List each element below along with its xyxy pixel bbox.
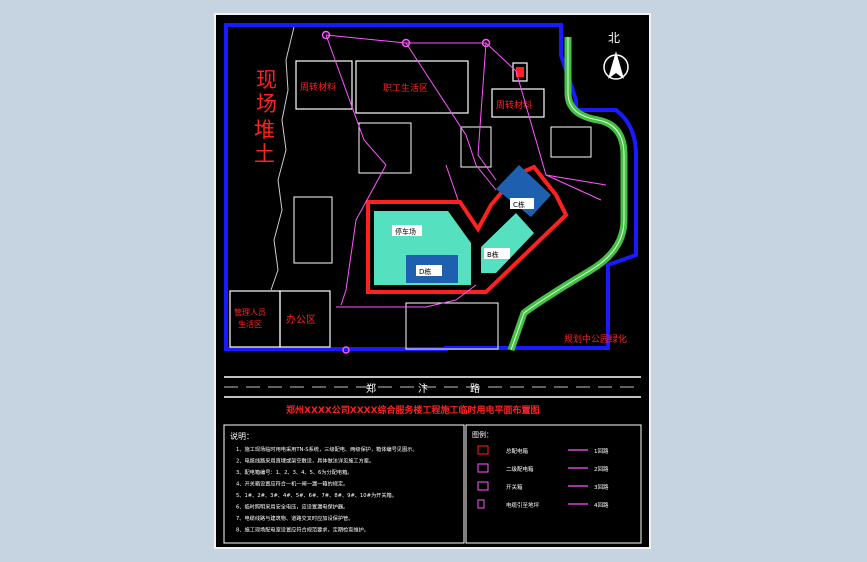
site-boundary — [224, 23, 638, 351]
note-line: 8、施工现场配电室设置应符合规范要求，定期检查维护。 — [236, 526, 369, 534]
notes-header: 说明： — [230, 431, 254, 441]
zone-material-left-label: 周转材料 — [300, 81, 336, 93]
zone-staff-living-label: 职工生活区 — [383, 82, 428, 94]
distribution-box-2 — [401, 38, 411, 48]
note-line: 7、电缆线路与建筑物、道路交叉时应加设保护管。 — [236, 514, 353, 522]
legend-label: 2回路 — [594, 465, 609, 473]
legend-header: 图例： — [472, 430, 493, 439]
zone-material-right — [491, 88, 545, 118]
label-xianchang-2: 场 — [256, 92, 277, 116]
green-belt-edge — [510, 37, 625, 351]
legend-label: 二级配电箱 — [506, 465, 534, 473]
legend-symbol — [477, 445, 489, 455]
shed-5 — [405, 302, 499, 350]
label-duitu: 堆 — [254, 118, 275, 142]
building-b-label: C栋 — [513, 200, 525, 209]
building-c-label: D栋 — [419, 267, 431, 276]
substation-inner — [516, 67, 524, 77]
zone-staff-living — [355, 60, 469, 114]
cable-network — [325, 34, 607, 308]
building-outline-red — [366, 164, 569, 294]
spoil-area-outline — [270, 26, 295, 291]
legend-label: 总配电箱 — [506, 447, 529, 455]
building-a-label: B栋 — [487, 250, 499, 259]
label-duitu-2: 土 — [254, 142, 275, 166]
zone-office-label: 办公区 — [286, 313, 316, 326]
legend-label: 3回路 — [594, 483, 609, 491]
parking-tag — [392, 225, 422, 236]
note-line: 2、电缆线路采用直埋或架空敷设，具体做法详见施工方案。 — [236, 457, 374, 465]
building-blue-c — [496, 165, 551, 217]
zone-management-living — [229, 290, 281, 348]
legend-label: 4回路 — [594, 501, 609, 509]
drawing-sheet: 现 场 堆 土 北 周转材料 职工生活区 周转材料 停车场 B栋 C栋 D栋 管… — [214, 13, 651, 549]
road-label: 郑汴路 — [366, 382, 522, 395]
shed-4 — [293, 196, 333, 264]
label-xianchang: 现 — [256, 68, 277, 92]
building-cyan-link — [481, 213, 534, 273]
planned-park-label: 规划中公园绿化 — [564, 333, 627, 345]
parking-label: 停车场 — [395, 227, 416, 236]
building-a-tag — [484, 248, 510, 259]
site-plan: 现 场 堆 土 北 周转材料 职工生活区 周转材料 停车场 B栋 C栋 D栋 管… — [223, 23, 642, 544]
zone-management-living-label-1: 管理人员 — [234, 307, 266, 317]
legend-symbol — [477, 463, 489, 473]
substation-box — [512, 62, 528, 82]
legend-label: 开关箱 — [506, 483, 523, 491]
legend-label: 1回路 — [594, 447, 609, 455]
shed-1 — [358, 122, 412, 174]
note-line: 6、临时照明采用安全电压，应设置漏电保护器。 — [236, 503, 348, 511]
distribution-box-3 — [481, 38, 491, 48]
north-label: 北 — [608, 31, 620, 45]
note-line: 3、配电箱编号：1、2、3、4、5、6为分配电箱。 — [236, 468, 352, 476]
north-arrow: 北 — [603, 31, 629, 80]
distribution-box-1 — [321, 30, 331, 40]
note-line: 1、施工现场临时用电采用TN-S系统，三级配电、两级保护，箱体编号见图示。 — [236, 445, 418, 453]
notes-panel — [223, 424, 465, 544]
building-b-tag — [510, 198, 534, 209]
legend-label: 电缆引至地坪 — [506, 501, 540, 509]
distribution-box-4 — [342, 346, 350, 354]
zone-material-right-label: 周转材料 — [496, 99, 532, 111]
zone-material-left — [295, 60, 353, 110]
note-line: 4、开关箱设置应符合一机一闸一漏一箱的规定。 — [236, 480, 348, 488]
legend-symbol — [477, 499, 485, 509]
notes-list: 1、施工现场临时用电采用TN-S系统，三级配电、两级保护，箱体编号见图示。 2、电… — [236, 445, 418, 534]
legend-symbol — [477, 481, 489, 491]
legend-panel — [465, 424, 642, 544]
zone-management-living-label-2: 生活区 — [238, 319, 262, 329]
building-c-tag — [416, 265, 442, 276]
shed-2 — [460, 126, 492, 168]
note-line: 5、1#、2#、3#、4#、5#、6#、7#、8#、9#、10#为开关箱。 — [236, 491, 397, 499]
shed-3 — [550, 126, 592, 158]
drawing-title: 郑州XXXX公司XXXX综合服务楼工程施工临时用电平面布置图 — [286, 404, 540, 416]
zone-office — [279, 290, 331, 348]
